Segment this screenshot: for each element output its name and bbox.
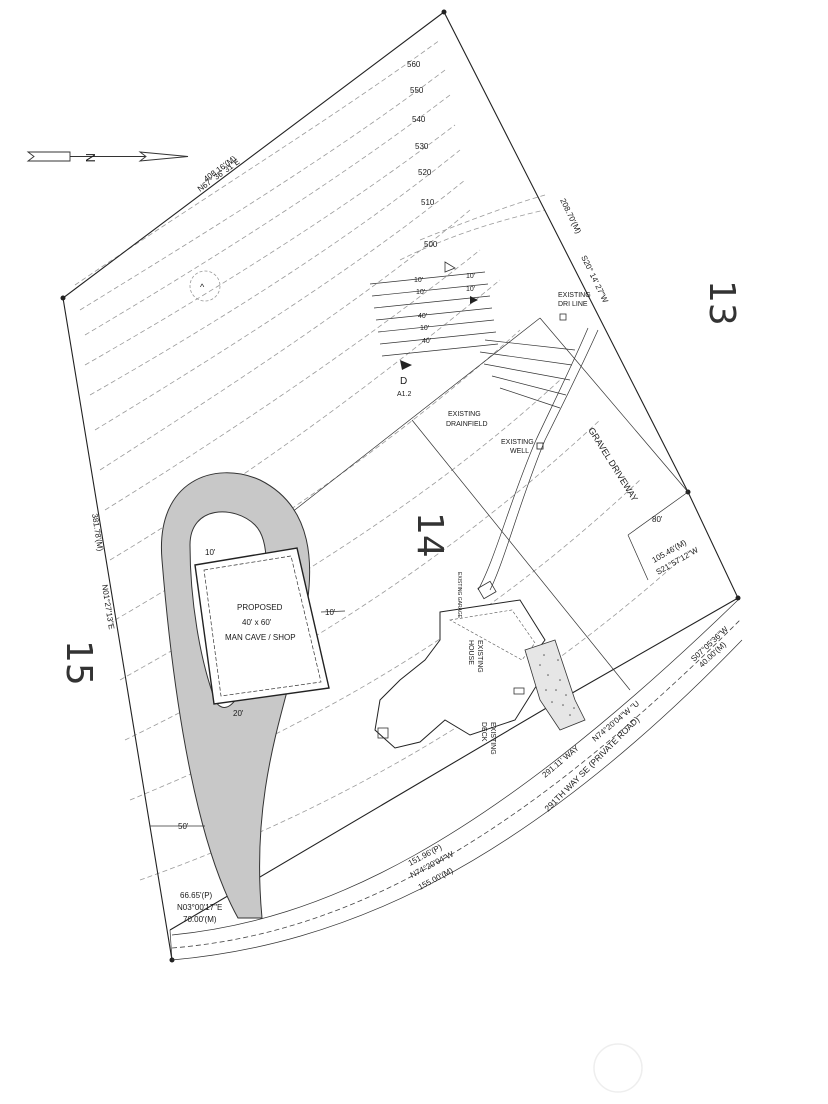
section-sheet: A1.2 — [397, 391, 412, 398]
road-edge — [171, 599, 739, 936]
proposed-size: 40' x 60' — [242, 618, 272, 627]
proposed-shop: PROPOSED 40' x 60' MAN CAVE / SHOP — [194, 547, 330, 705]
drainfield-offset: 10' — [416, 289, 425, 296]
contour-lines: ^ — [74, 39, 681, 881]
contour-label: 500 — [424, 240, 438, 249]
dripline-label-2: DRI LINE — [558, 301, 588, 308]
house-label-2: HOUSE — [467, 640, 474, 665]
north-arrow: N — [26, 151, 189, 162]
contour-labels: 560 550 540 530 520 510 500 — [407, 60, 438, 249]
road-centerline — [171, 619, 741, 949]
garage-label: EXISTING GARAGE — [456, 572, 462, 619]
proposed-label: PROPOSED — [237, 603, 283, 612]
drainfield-label-2: DRAINFIELD — [446, 421, 488, 428]
east-line-dist: 208.70'(M) — [558, 197, 583, 235]
drainfield-stack: 10' 10' 10' 10' 40' 10' 40' — [369, 261, 499, 357]
setback-right: 10' — [325, 608, 336, 617]
dripline-label-1: EXISTING — [558, 292, 591, 299]
drainfield-offset: 10' — [420, 325, 429, 332]
contour-label: 560 — [407, 60, 421, 69]
sw-corner-bearing: N03°00'17"E — [177, 903, 222, 912]
proposed-use: MAN CAVE / SHOP — [225, 633, 296, 642]
contour-label: 520 — [418, 168, 432, 177]
north-label: N — [83, 153, 98, 162]
west-line-dist: 381.78'(M) — [90, 513, 105, 552]
existing-deck — [524, 639, 586, 731]
house-label-1: EXISTING — [476, 640, 483, 673]
contour-label: 540 — [412, 115, 426, 124]
watermark-circle — [593, 1043, 643, 1093]
gravel-driveway-label: GRAVEL DRIVEWAY — [586, 426, 640, 503]
svg-text:^: ^ — [200, 282, 205, 292]
sw-corner-m: 70.00'(M) — [183, 915, 217, 924]
lot-number-center: 14 — [409, 512, 450, 558]
sw-corner-p: 66.65'(P) — [180, 891, 213, 900]
drainfield-offset: 10' — [466, 286, 475, 293]
contour-label: 510 — [421, 198, 435, 207]
setback-top: 10' — [205, 548, 216, 557]
drainfield-offset: 10' — [466, 273, 475, 280]
setback-bottom: 20' — [233, 709, 244, 718]
drainfield-label-1: EXISTING — [448, 411, 481, 418]
section-letter: D — [400, 376, 407, 387]
setback-50: 50' — [178, 822, 189, 831]
lot-number-right: 13 — [701, 280, 742, 326]
contour-label: 550 — [410, 86, 424, 95]
well-label-2: WELL — [510, 448, 529, 455]
drainfield-offset: 40' — [418, 313, 427, 320]
drainfield-offset: 40' — [422, 338, 431, 345]
lot-number-left: 15 — [58, 640, 99, 686]
e-lower-offset: 80' — [652, 515, 663, 524]
slope-hatching — [479, 339, 576, 409]
contour-label: 530 — [415, 142, 429, 151]
well-label-1: EXISTING — [501, 439, 534, 446]
deck-label-1: EXISTING — [489, 722, 496, 755]
deck-label-2: DECK — [480, 722, 487, 742]
drainfield-offset: 10' — [414, 277, 423, 284]
gravel-driveway — [489, 329, 599, 591]
